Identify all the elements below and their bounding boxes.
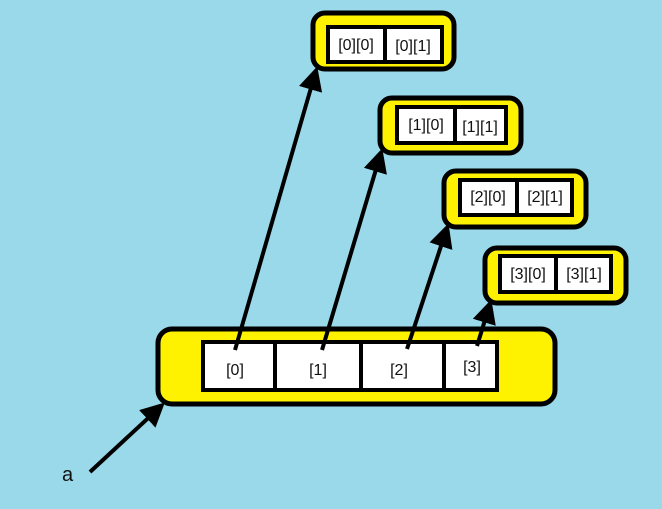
pointer-arrow-2 (405, 223, 453, 350)
pointer-arrow-0 (233, 66, 323, 351)
cell-2-0 (458, 178, 519, 217)
pointer-arrow-3 (472, 299, 496, 347)
cell-label: [1] (309, 362, 327, 379)
main-cell-3 (442, 340, 499, 392)
sub-array-0: [0][0] [0][1] (310, 10, 457, 72)
cell-label: [2][0] (470, 189, 506, 206)
variable-pointer-arrow (88, 402, 165, 474)
cell-1-1 (453, 105, 508, 145)
cell-label: [2][1] (527, 189, 563, 206)
cell-label: [0] (226, 362, 244, 379)
cell-label: [1][1] (462, 119, 498, 136)
cell-label: [3] (463, 359, 481, 376)
cell-label: [0][1] (395, 38, 431, 55)
pointer-arrow-1 (320, 148, 387, 351)
cell-label: [3][1] (566, 266, 602, 283)
cell-label: [1][0] (408, 117, 444, 134)
sub-array-3: [3][0] [3][1] (482, 245, 629, 306)
cell-3-1 (554, 254, 613, 294)
variable-label: a (62, 464, 74, 486)
main-array: [0] [1] [2] [3] (155, 326, 558, 407)
cell-2-1 (515, 178, 574, 217)
sub-array-1: [1][0] [1][1] (377, 95, 524, 156)
cell-label: [2] (390, 362, 408, 379)
cell-label: [0][0] (338, 37, 374, 54)
cell-label: [3][0] (510, 266, 546, 283)
cell-3-0 (498, 254, 558, 294)
main-cell-2 (359, 340, 446, 392)
cell-0-0 (326, 25, 387, 64)
cell-0-1 (383, 25, 444, 64)
sub-array-2: [2][0] [2][1] (441, 168, 589, 230)
